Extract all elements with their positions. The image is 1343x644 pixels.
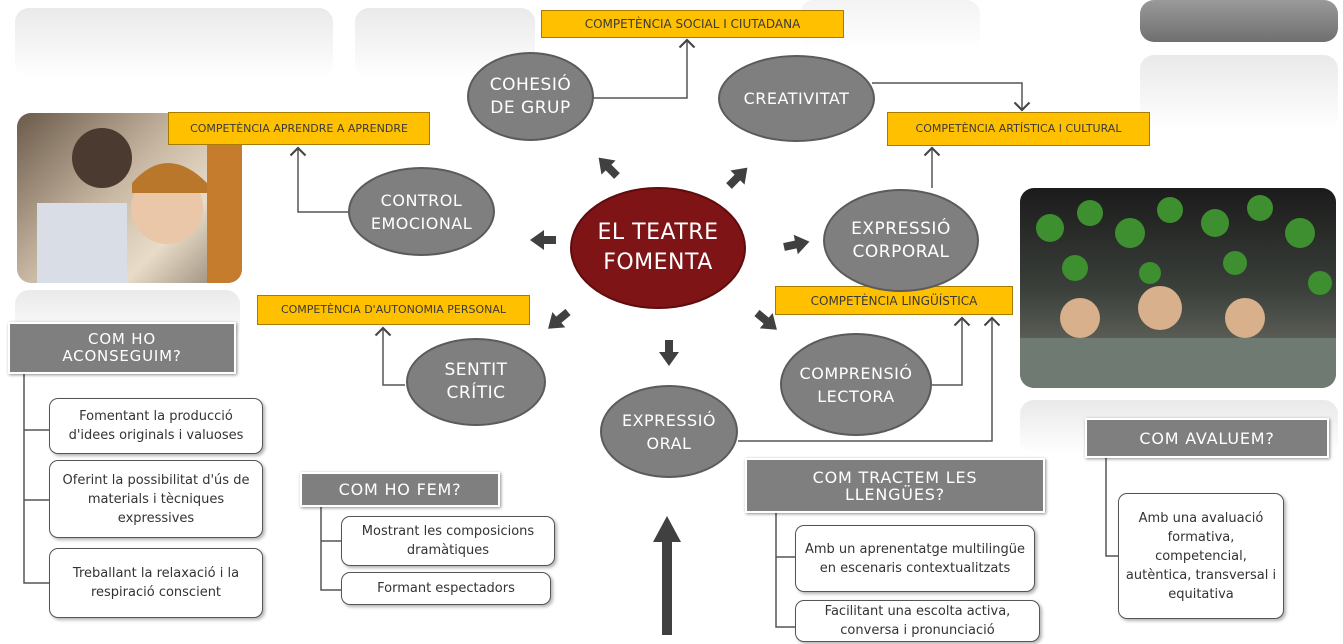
up-arrow-icon [653, 516, 681, 635]
arrow-icon [548, 308, 571, 329]
header-fem: COM HO FEM? [300, 472, 500, 507]
arrow-icon [726, 167, 748, 189]
arrow-icon [598, 157, 620, 179]
competencia-autonomia: COMPETÈNCIA D'AUTONOMIA PERSONAL [257, 295, 530, 325]
node-oral: EXPRESSIÓ ORAL [600, 385, 738, 478]
green-painted-hands-photo [1020, 188, 1336, 388]
list-item: Treballant la relaxació i la respiració … [49, 548, 263, 618]
node-control: CONTROL EMOCIONAL [348, 167, 495, 256]
faded-photo [1140, 55, 1338, 130]
list-item: Fomentant la producció d'idees originals… [49, 398, 263, 454]
competencia-aprendre: COMPETÈNCIA APRENDRE A APRENDRE [168, 112, 430, 145]
list-item: Amb una avaluació formativa, competencia… [1118, 493, 1284, 619]
node-sentit: SENTIT CRÍTIC [406, 338, 546, 426]
list-item: Oferint la possibilitat d'ús de material… [49, 460, 263, 538]
node-comprensio: COMPRENSIÓ LECTORA [780, 333, 932, 436]
arrow-icon [659, 340, 679, 366]
list-item: Mostrant les composicions dramàtiques [341, 516, 555, 566]
list-item: Formant espectadors [341, 572, 551, 605]
header-avaluem: COM AVALUEM? [1085, 418, 1329, 458]
competencia-social: COMPETÈNCIA SOCIAL I CIUTADANA [541, 10, 844, 38]
node-corporal: EXPRESSIÓ CORPORAL [823, 189, 979, 292]
faded-photo [15, 8, 333, 78]
header-aconseguim: COM HO ACONSEGUIM? [8, 322, 236, 374]
competencia-artistica: COMPETÈNCIA ARTÍSTICA I CULTURAL [887, 112, 1150, 146]
list-item: Facilitant una escolta activa, conversa … [795, 600, 1040, 642]
arrow-icon [530, 230, 556, 250]
node-central: EL TEATRE FOMENTA [570, 187, 746, 309]
arrow-icon [783, 234, 810, 255]
node-creativitat: CREATIVITAT [718, 55, 875, 142]
dancer-photo [1140, 0, 1338, 42]
node-cohesio: COHESIÓ DE GRUP [467, 52, 594, 141]
arrow-icon [754, 309, 777, 330]
header-llengues: COM TRACTEM LES LLENGÜES? [745, 458, 1045, 513]
list-item: Amb un aprenentatge multilingüe en escen… [795, 525, 1035, 592]
